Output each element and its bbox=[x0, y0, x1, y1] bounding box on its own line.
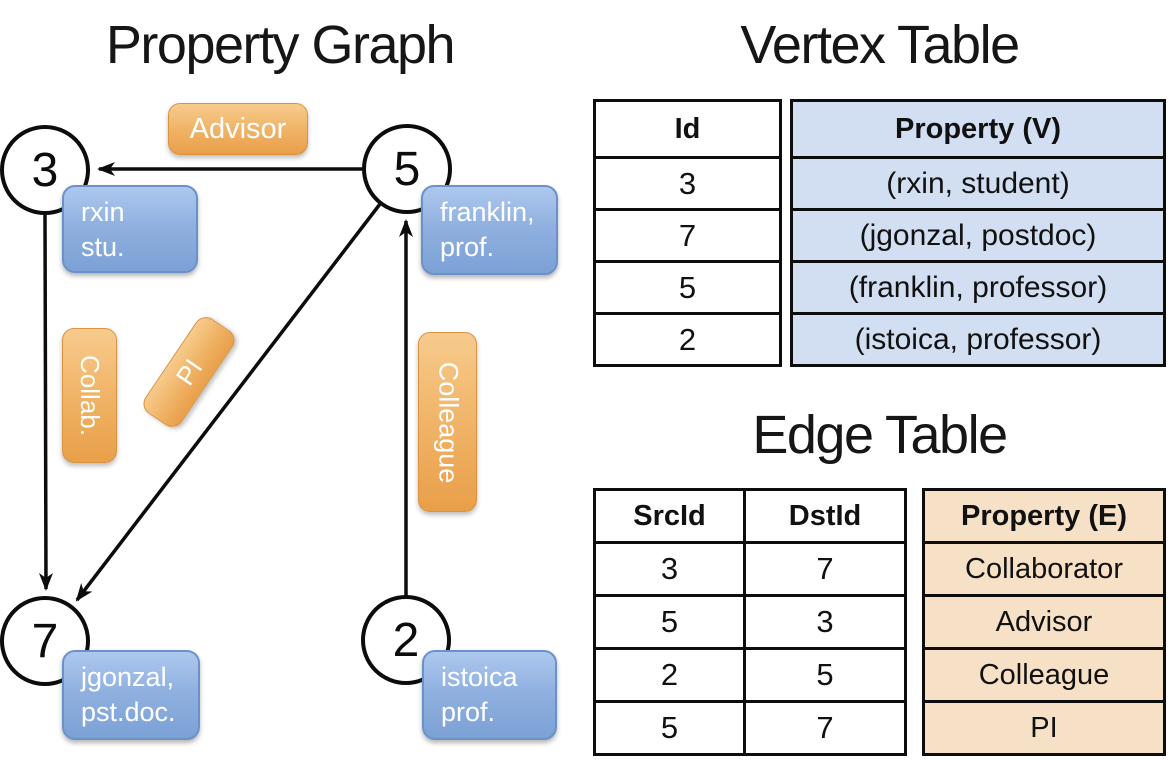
edge-table-dstid-cell: 3 bbox=[816, 604, 834, 639]
vertex-table-property-cell: (istoica, professor) bbox=[793, 312, 1163, 364]
edge-table-srcid-cell: 3 bbox=[596, 544, 746, 594]
graph-node-5: 5 bbox=[362, 124, 452, 214]
edge-label-advisor-text: Advisor bbox=[189, 112, 287, 145]
edge-table-title: Edge Table bbox=[752, 405, 1008, 465]
edge-label-collab: Collab. bbox=[62, 328, 117, 463]
edge-table-id-row: 5 7 bbox=[596, 700, 904, 753]
vertex-table-header-id: Id bbox=[674, 112, 701, 145]
graph-node-5-id: 5 bbox=[393, 142, 421, 196]
vertex-table-property-cell: (jgonzal, postdoc) bbox=[793, 208, 1163, 260]
edge-table-id-row: 3 7 bbox=[596, 541, 904, 594]
edge-table-property-cell: Advisor bbox=[925, 594, 1163, 647]
node-property-franklin-line2: prof. bbox=[440, 232, 495, 262]
edge-label-pi-text: PI bbox=[169, 353, 208, 391]
graph-node-3-id: 3 bbox=[31, 143, 59, 197]
edge-3-to-7-collaborator bbox=[38, 214, 53, 591]
vertex-table-property-column: Property (V) (rxin, student) (jgonzal, p… bbox=[790, 99, 1166, 367]
node-property-box-franklin: franklin, prof. bbox=[421, 185, 558, 275]
graph-node-2-id: 2 bbox=[392, 613, 420, 667]
property-graph-title: Property Graph bbox=[105, 15, 456, 75]
edge-table-property-cell: PI bbox=[925, 700, 1163, 753]
vertex-table-id-column: Id 3 7 5 2 bbox=[593, 99, 782, 367]
node-property-rxin-line1: rxin bbox=[81, 197, 125, 227]
vertex-table-property-cell: (rxin, student) bbox=[793, 156, 1163, 208]
edge-label-collab-text: Collab. bbox=[75, 355, 105, 436]
node-property-box-rxin: rxin stu. bbox=[62, 185, 198, 273]
edge-label-colleague: Colleague bbox=[418, 332, 477, 512]
graph-node-7-id: 7 bbox=[31, 614, 59, 668]
edge-label-colleague-text: Colleague bbox=[433, 361, 463, 483]
vertex-table-title: Vertex Table bbox=[740, 15, 1020, 75]
edge-table-id-row: 2 5 bbox=[596, 647, 904, 700]
edge-table-id-row: 5 3 bbox=[596, 594, 904, 647]
edge-table-srcid-cell: 2 bbox=[596, 650, 746, 700]
edge-table-dstid-cell: 5 bbox=[816, 657, 834, 692]
node-property-istoica-line1: istoica bbox=[441, 662, 518, 692]
edge-label-advisor: Advisor bbox=[168, 103, 308, 155]
edge-table-id-columns: SrcId DstId 3 7 5 3 2 5 5 7 bbox=[593, 488, 907, 756]
edge-table-property-cell: Collaborator bbox=[925, 541, 1163, 594]
vertex-table-id-cell: 2 bbox=[596, 312, 779, 364]
node-property-rxin-line2: stu. bbox=[81, 232, 125, 262]
node-property-jgonzal-line2: pst.doc. bbox=[81, 697, 176, 727]
vertex-table-id-cell: 5 bbox=[596, 260, 779, 312]
edge-table-header-srcid: SrcId bbox=[596, 491, 746, 541]
node-property-box-istoica: istoica prof. bbox=[422, 650, 557, 740]
edge-table-header-dstid: DstId bbox=[788, 499, 862, 532]
vertex-table-header-property: Property (V) bbox=[895, 112, 1061, 145]
edge-table-property-column: Property (E) Collaborator Advisor Collea… bbox=[922, 488, 1166, 756]
edge-table-header-row: SrcId DstId bbox=[596, 491, 904, 541]
edge-label-pi: PI bbox=[138, 312, 240, 432]
node-property-istoica-line2: prof. bbox=[441, 697, 496, 727]
edge-table-srcid-cell: 5 bbox=[596, 597, 746, 647]
vertex-table-id-cell: 7 bbox=[596, 208, 779, 260]
node-property-box-jgonzal: jgonzal, pst.doc. bbox=[62, 650, 200, 740]
edge-table-srcid-cell: 5 bbox=[596, 703, 746, 753]
node-property-jgonzal-line1: jgonzal, bbox=[81, 662, 175, 692]
graph-node-3: 3 bbox=[0, 125, 90, 215]
edge-table-dstid-cell: 7 bbox=[816, 710, 834, 745]
node-property-franklin-line1: franklin, bbox=[440, 197, 535, 227]
vertex-table-id-cell: 3 bbox=[596, 156, 779, 208]
edge-table-header-property: Property (E) bbox=[961, 499, 1127, 532]
edge-table-dstid-cell: 7 bbox=[816, 551, 834, 586]
edge-table-property-cell: Colleague bbox=[925, 647, 1163, 700]
vertex-table-property-cell: (franklin, professor) bbox=[793, 260, 1163, 312]
